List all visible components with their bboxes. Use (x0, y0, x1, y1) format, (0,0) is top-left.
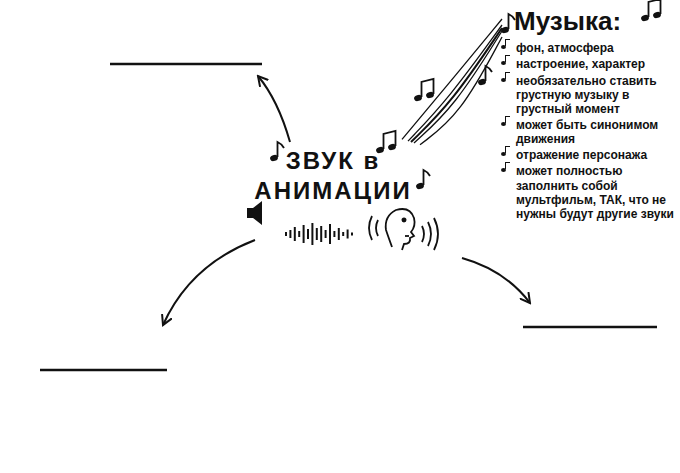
blank-line (40, 369, 167, 372)
staff-line (420, 37, 502, 145)
branch-title: Музыка: (498, 6, 674, 37)
bullet-note: необязательно ставить грустную музыку в … (498, 74, 674, 116)
blank-line (523, 326, 657, 329)
arrow (163, 240, 255, 325)
blank-line (110, 63, 262, 66)
speaker-icon (247, 201, 262, 225)
bullet-note: может быть синонимом движения (498, 118, 674, 146)
speaking-face (369, 209, 438, 250)
topic-title: ЗВУК в АНИМАЦИИ (243, 146, 423, 206)
branch-topic: Музыка: фон, атмосфера настроение, характе… (498, 6, 674, 223)
staff-line (408, 25, 502, 141)
bullet-note: фон, атмосфера (498, 41, 674, 55)
music-note (640, 0, 662, 22)
bullet-note: настроение, характер (498, 57, 674, 71)
bullet-note: отражение персонажа (498, 148, 674, 162)
arrow (462, 258, 530, 303)
bullet-note: может полностью заполнить собой мультфил… (498, 164, 674, 221)
staff-connector (411, 28, 502, 142)
arrow (258, 76, 290, 142)
waveform (286, 223, 352, 245)
music-note (415, 170, 430, 190)
music-note (500, 14, 515, 34)
staff-line (402, 19, 502, 139)
central-topic: ЗВУК в АНИМАЦИИ (243, 146, 423, 206)
music-note (413, 79, 435, 102)
music-note (269, 142, 284, 162)
